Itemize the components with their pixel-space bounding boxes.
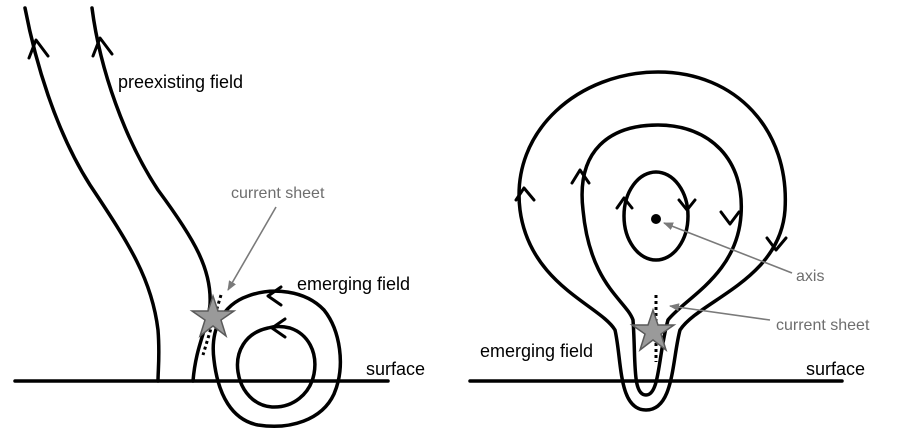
left-emerging-field-label: emerging field bbox=[297, 274, 410, 294]
preexisting-field-line-inner bbox=[90, 6, 212, 383]
outer-loop-right-arrow bbox=[765, 236, 788, 252]
left-upward-arrow-2 bbox=[91, 36, 114, 58]
left-panel: preexisting field current sheet emerging… bbox=[13, 6, 425, 428]
outer-loop-left-arrow bbox=[514, 186, 536, 202]
middle-loop-left-arrow bbox=[570, 168, 591, 185]
emerging-inner-arrow bbox=[270, 317, 287, 339]
inner-loop-right-arrow bbox=[677, 198, 697, 212]
axis-label: axis bbox=[796, 268, 824, 285]
middle-loop-right-arrow bbox=[719, 210, 741, 226]
left-surface-label: surface bbox=[366, 359, 425, 379]
right-emerging-field-label: emerging field bbox=[480, 341, 593, 361]
flux-rope-middle-loop bbox=[580, 123, 743, 397]
flux-rope-outer-loop bbox=[517, 70, 788, 412]
left-current-sheet-pointer bbox=[227, 206, 277, 291]
preexisting-field-line-outer bbox=[23, 6, 161, 383]
left-reconnection-star-icon bbox=[189, 293, 237, 339]
emerging-field-loop-outer bbox=[211, 289, 343, 428]
right-panel: axis current sheet emerging field surfac… bbox=[468, 70, 870, 412]
axis-pointer bbox=[663, 222, 793, 274]
right-current-sheet-pointer bbox=[669, 303, 771, 321]
inner-loop-left-arrow bbox=[615, 196, 634, 210]
preexisting-field-label: preexisting field bbox=[118, 72, 243, 92]
right-current-sheet-label: current sheet bbox=[776, 317, 870, 334]
flux-rope-inner-loop bbox=[622, 170, 690, 262]
right-surface-label: surface bbox=[806, 359, 865, 379]
axis-dot bbox=[651, 214, 661, 224]
left-upward-arrow-1 bbox=[27, 38, 50, 60]
right-reconnection-star-icon bbox=[629, 307, 677, 353]
emerging-field-loop-inner bbox=[235, 324, 317, 409]
emerging-outer-arrow bbox=[266, 285, 283, 307]
left-current-sheet-label: current sheet bbox=[231, 185, 325, 202]
